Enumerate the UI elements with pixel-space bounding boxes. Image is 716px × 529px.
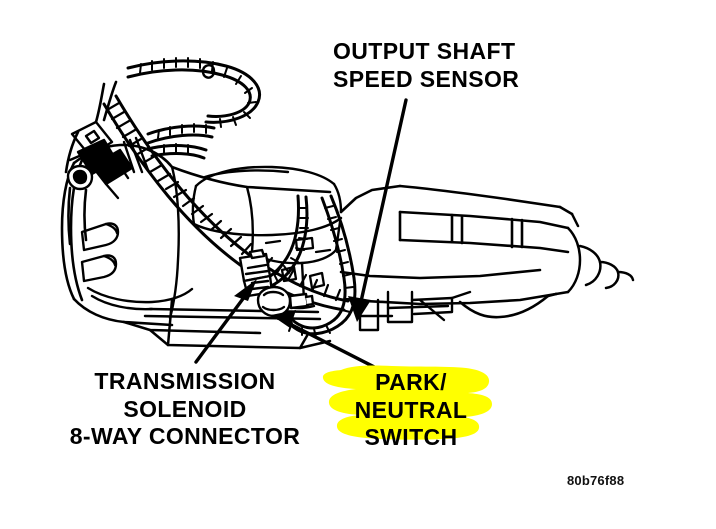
output-shaft-yoke <box>554 212 635 296</box>
case-detail-blocks <box>264 236 332 290</box>
harness-wire-tails <box>64 80 118 246</box>
callout-line-3: SWITCH <box>364 424 458 451</box>
callout-line-1: PARK/ <box>375 369 447 395</box>
wiring-harness-branches <box>146 123 216 160</box>
wiring-harness-upper-loop <box>126 57 261 128</box>
callout-transmission-solenoid-8-way-connector: TRANSMISSION SOLENOID 8-WAY CONNECTOR <box>66 368 304 451</box>
figure-code: 80b76f88 <box>567 473 625 488</box>
callout-line-2: SOLENOID <box>123 395 247 422</box>
leader-park-neutral-switch <box>271 310 394 378</box>
extension-housing-lower-profile <box>458 292 558 319</box>
callout-line-2: SPEED SENSOR <box>333 65 520 92</box>
bellhousing-bosses <box>80 222 194 311</box>
callout-output-shaft-speed-sensor: OUTPUT SHAFT SPEED SENSOR <box>333 38 519 93</box>
harness-main-connector <box>66 120 134 200</box>
callout-park-neutral-switch: PARK/ NEUTRAL SWITCH <box>346 369 476 452</box>
callout-line-1: TRANSMISSION <box>94 368 276 394</box>
transmission-mount-bracket <box>358 290 472 332</box>
callout-line-3: 8-WAY CONNECTOR <box>69 423 301 450</box>
extension-housing <box>339 184 574 306</box>
callout-line-1: OUTPUT SHAFT <box>333 38 516 64</box>
leader-output-shaft-speed-sensor <box>348 98 408 322</box>
park-neutral-switch <box>256 285 315 318</box>
callout-line-2: NEUTRAL <box>354 396 468 423</box>
leader-transmission-solenoid <box>194 279 257 364</box>
harness-cut-wires <box>122 136 150 174</box>
